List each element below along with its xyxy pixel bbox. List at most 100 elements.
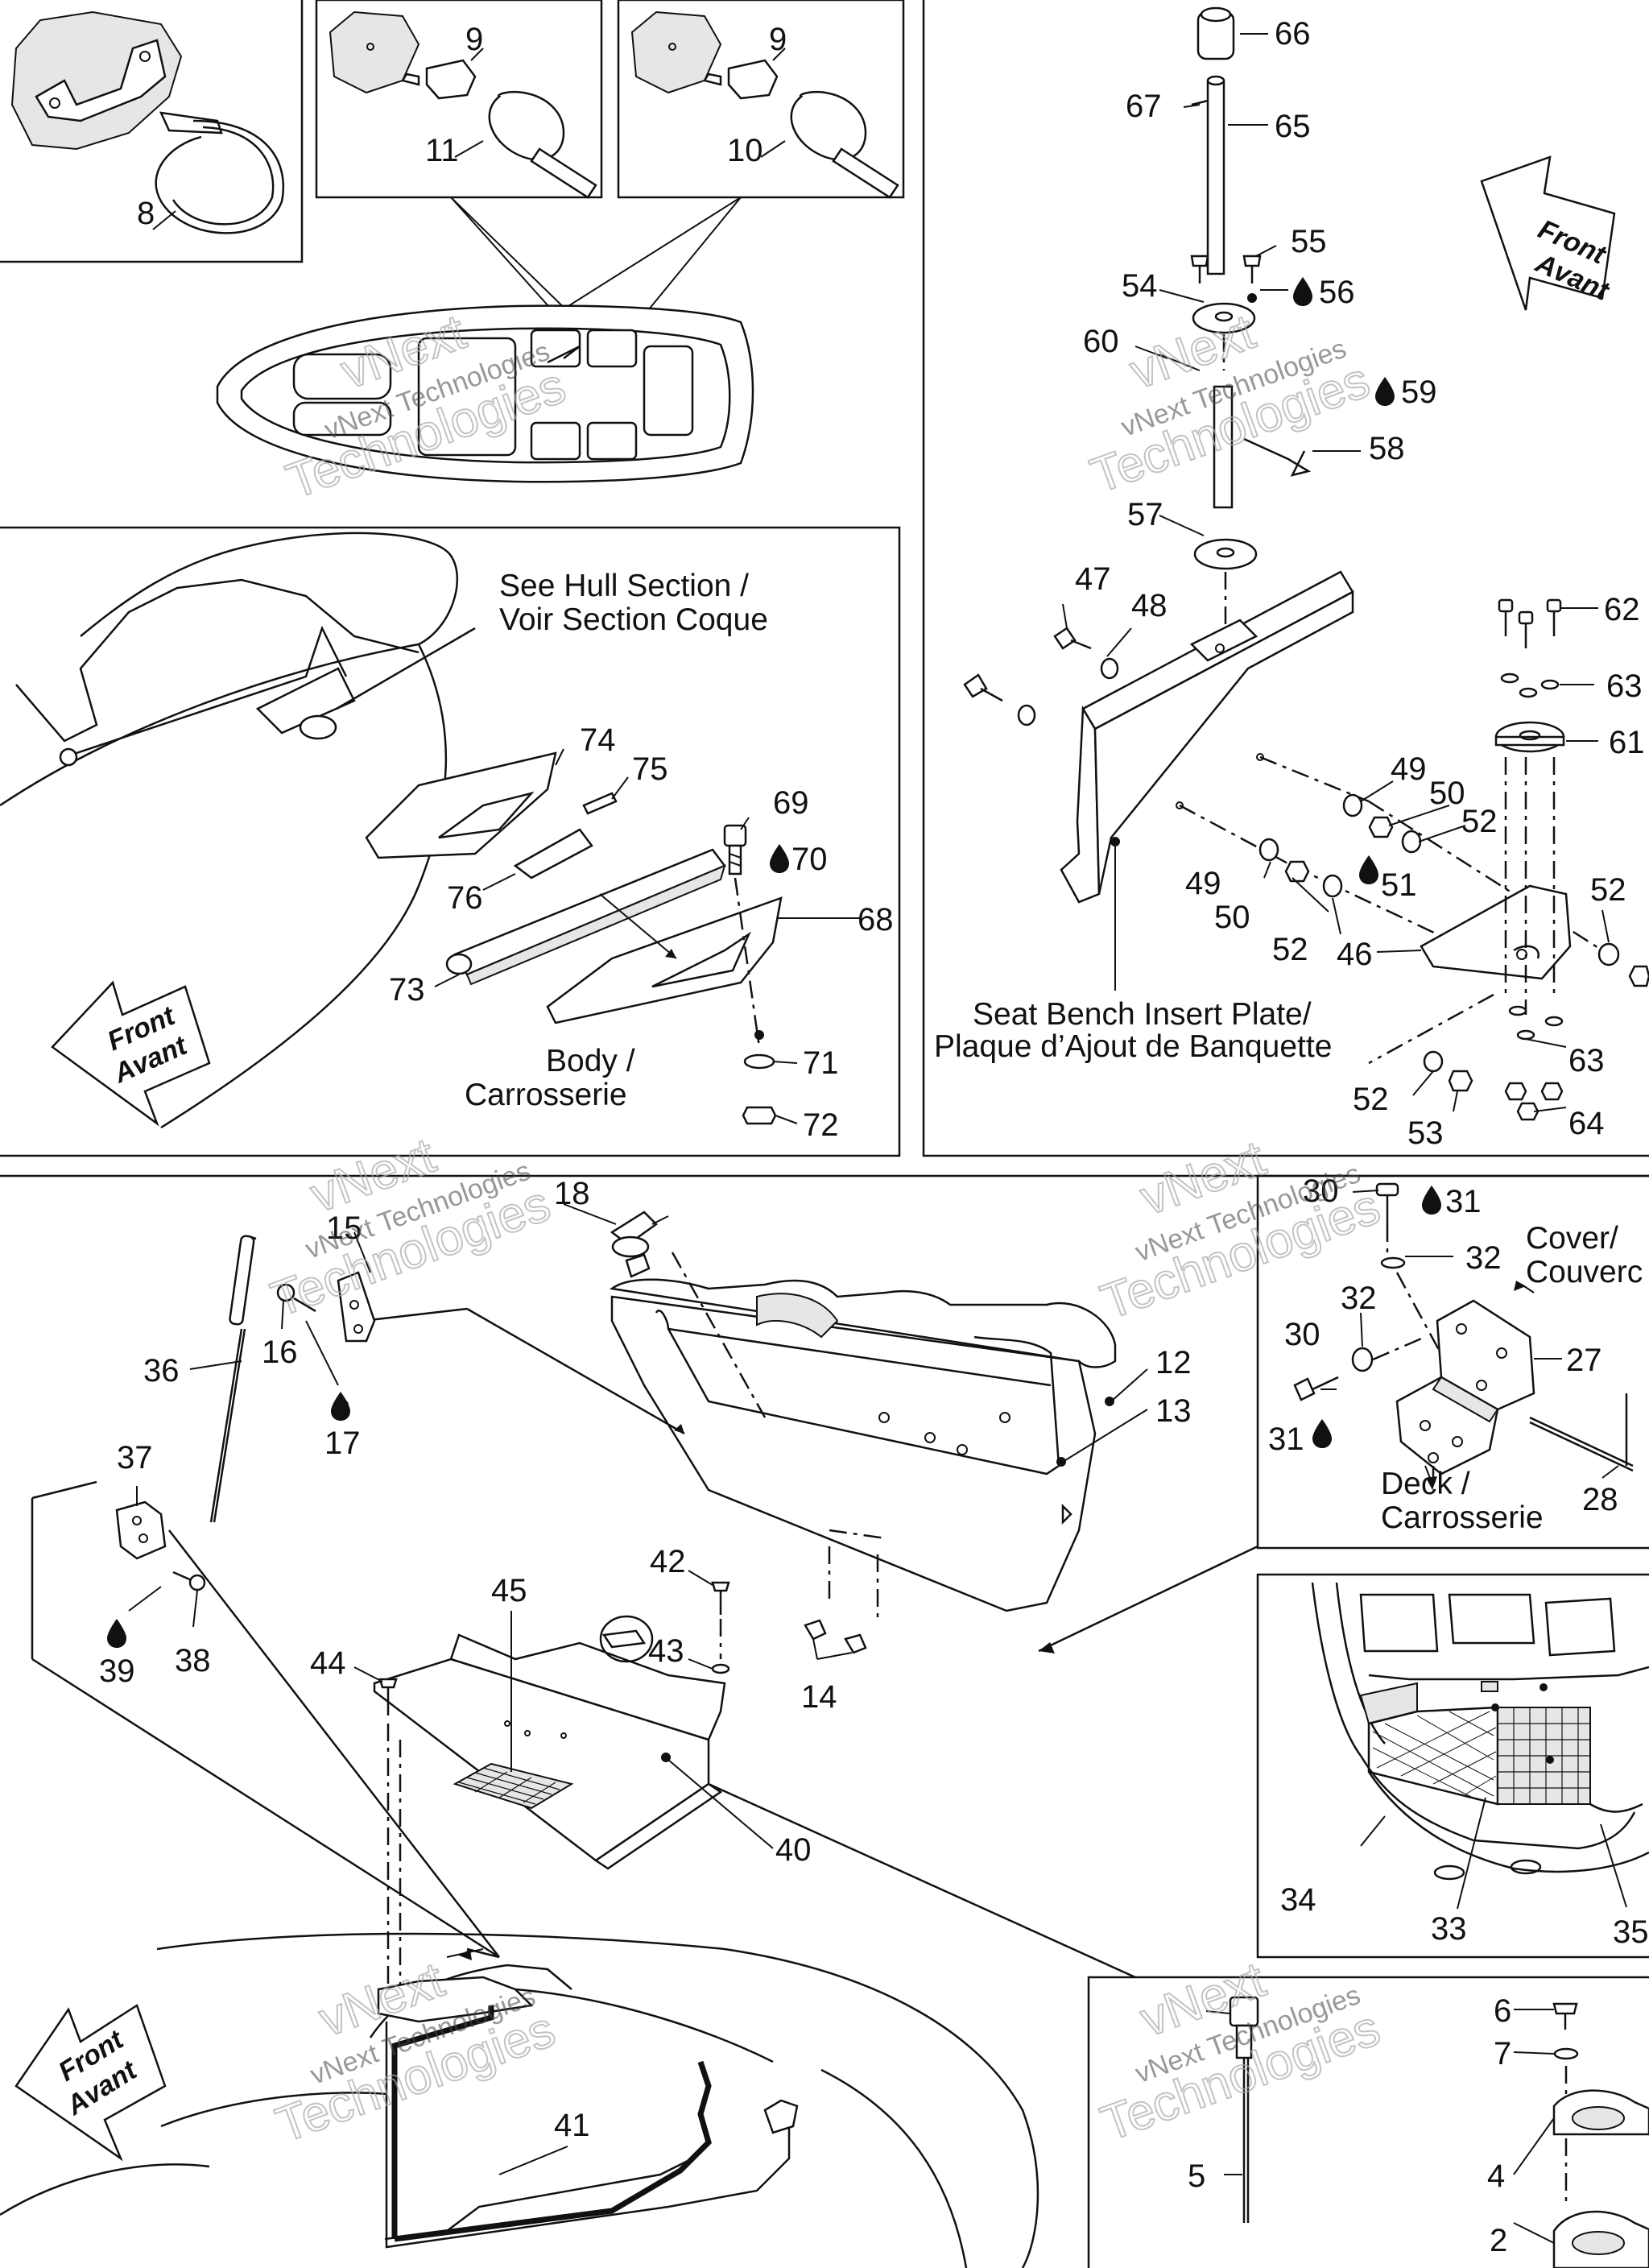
part-label: 17	[324, 1426, 361, 1461]
drop-icon	[1375, 377, 1395, 406]
drop-icon	[331, 1392, 350, 1421]
drop-icon	[1359, 855, 1378, 884]
part-label: 18	[554, 1176, 590, 1211]
part-label: 55	[1291, 224, 1327, 259]
seat-bench-insert-assembly	[963, 6, 1649, 1121]
part-label: 9	[769, 22, 787, 57]
part-label: 6	[1494, 1993, 1511, 2029]
part-label: 50	[1214, 900, 1250, 935]
part-label: 49	[1185, 866, 1221, 901]
part-label: 73	[389, 972, 425, 1008]
drop-icon	[107, 1619, 126, 1648]
front-arrow-top-right: Front Avant	[1480, 155, 1616, 311]
part-label: 39	[99, 1653, 135, 1689]
caption-body-2: Carrosserie	[465, 1078, 627, 1112]
part-label: 63	[1606, 668, 1643, 704]
part-label: 35	[1613, 1914, 1649, 1950]
part-label: 5	[1188, 2158, 1205, 2194]
part-label: 16	[262, 1335, 298, 1370]
part-label: 76	[447, 880, 483, 916]
caption-seat-bench-1: Seat Bench Insert Plate/	[973, 997, 1312, 1032]
part-label: 2	[1490, 2223, 1507, 2258]
part-label: 4	[1487, 2158, 1505, 2194]
part-label: 32	[1341, 1281, 1377, 1316]
hinge-detail	[1293, 1182, 1634, 1490]
part-label: 56	[1319, 275, 1355, 310]
drop-icon	[1293, 277, 1312, 306]
mesh-storage-detail	[1311, 1582, 1649, 1910]
part-label: 67	[1126, 89, 1162, 124]
part-label: 62	[1604, 592, 1640, 627]
part-label: 47	[1075, 561, 1111, 597]
part-label: 30	[1303, 1173, 1339, 1209]
part-label: 12	[1155, 1345, 1192, 1380]
part-number-labels: 66 67 65 55 54 56 60 59 58 57 47 48 62 6…	[99, 16, 1649, 2258]
drop-icon	[1422, 1186, 1441, 1215]
caption-cover-1: Cover/	[1526, 1221, 1618, 1256]
part-label: 13	[1155, 1393, 1192, 1429]
part-label: 70	[791, 842, 828, 877]
caption-body-1: Body /	[546, 1044, 635, 1078]
part-label: 14	[801, 1679, 837, 1715]
leader-lines	[136, 33, 1619, 2244]
part-label: 53	[1407, 1115, 1444, 1151]
part-label: 28	[1582, 1482, 1618, 1517]
part-label: 52	[1353, 1082, 1389, 1117]
hull-storage-section	[0, 1932, 1039, 2268]
cable-tie-details	[10, 10, 899, 234]
caption-see-hull-1: See Hull Section /	[499, 569, 749, 603]
part-label: 11	[425, 133, 459, 168]
part-label: 40	[775, 1832, 812, 1868]
part-label: 15	[326, 1211, 362, 1246]
part-label: 63	[1568, 1043, 1605, 1078]
part-label: 42	[650, 1544, 686, 1579]
part-label: 45	[491, 1573, 527, 1608]
lock-assembly-detail	[1229, 1996, 1649, 2268]
part-label: 72	[803, 1107, 839, 1143]
part-label: 32	[1465, 1240, 1502, 1276]
part-label: 75	[632, 751, 668, 787]
caption-deck-2: Carrosserie	[1381, 1500, 1544, 1535]
part-label: 44	[310, 1645, 346, 1681]
part-label: 54	[1122, 268, 1158, 304]
part-label: 30	[1284, 1317, 1320, 1352]
part-label: 52	[1461, 804, 1498, 839]
part-label: 61	[1609, 725, 1645, 760]
part-label: 46	[1337, 937, 1373, 972]
part-label: 64	[1568, 1106, 1605, 1141]
part-label: 74	[580, 722, 616, 758]
part-label: 66	[1275, 16, 1311, 52]
part-label: 37	[117, 1440, 153, 1475]
part-label: 9	[465, 22, 483, 57]
part-label: 8	[137, 196, 155, 231]
part-label: 50	[1429, 776, 1465, 811]
drop-icon	[770, 844, 789, 873]
part-label: 36	[143, 1353, 180, 1389]
part-label: 52	[1272, 932, 1308, 967]
adhesive-drop-icons	[107, 277, 1441, 1648]
part-label: 10	[727, 133, 763, 168]
front-arrow-hull: Front Avant	[14, 2004, 167, 2162]
part-label: 69	[773, 785, 809, 821]
drop-icon	[1312, 1419, 1332, 1448]
part-label: 60	[1083, 324, 1119, 359]
caption-cover-2: Couverc	[1526, 1255, 1643, 1289]
part-label: 49	[1391, 751, 1427, 787]
part-label: 31	[1445, 1184, 1482, 1219]
part-label: 59	[1401, 375, 1437, 410]
caption-seat-bench-2: Plaque d’Ajout de Banquette	[934, 1029, 1332, 1064]
boat-top-view	[216, 197, 754, 483]
part-label: 68	[858, 902, 894, 937]
part-label: 34	[1280, 1882, 1316, 1918]
part-label: 71	[803, 1045, 839, 1081]
part-label: 41	[554, 2108, 590, 2143]
caption-deck-1: Deck /	[1381, 1467, 1470, 1501]
part-label: 65	[1275, 109, 1311, 144]
storage-tray	[373, 1581, 1136, 2013]
body-panel-assembly	[0, 532, 783, 1129]
front-arrow-body: Front Avant	[51, 980, 211, 1127]
part-label: 33	[1431, 1911, 1467, 1947]
part-label: 43	[648, 1633, 684, 1669]
